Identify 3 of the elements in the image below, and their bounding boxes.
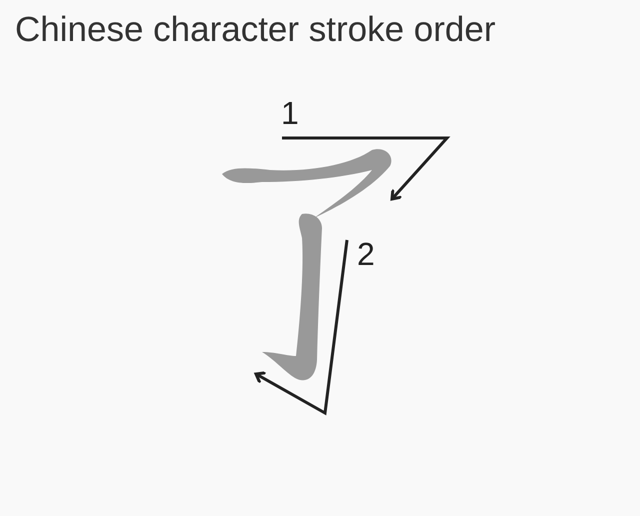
stroke-number: 2 — [357, 238, 375, 270]
title: Chinese character stroke order — [15, 10, 496, 50]
stroke-number: 1 — [281, 97, 299, 129]
